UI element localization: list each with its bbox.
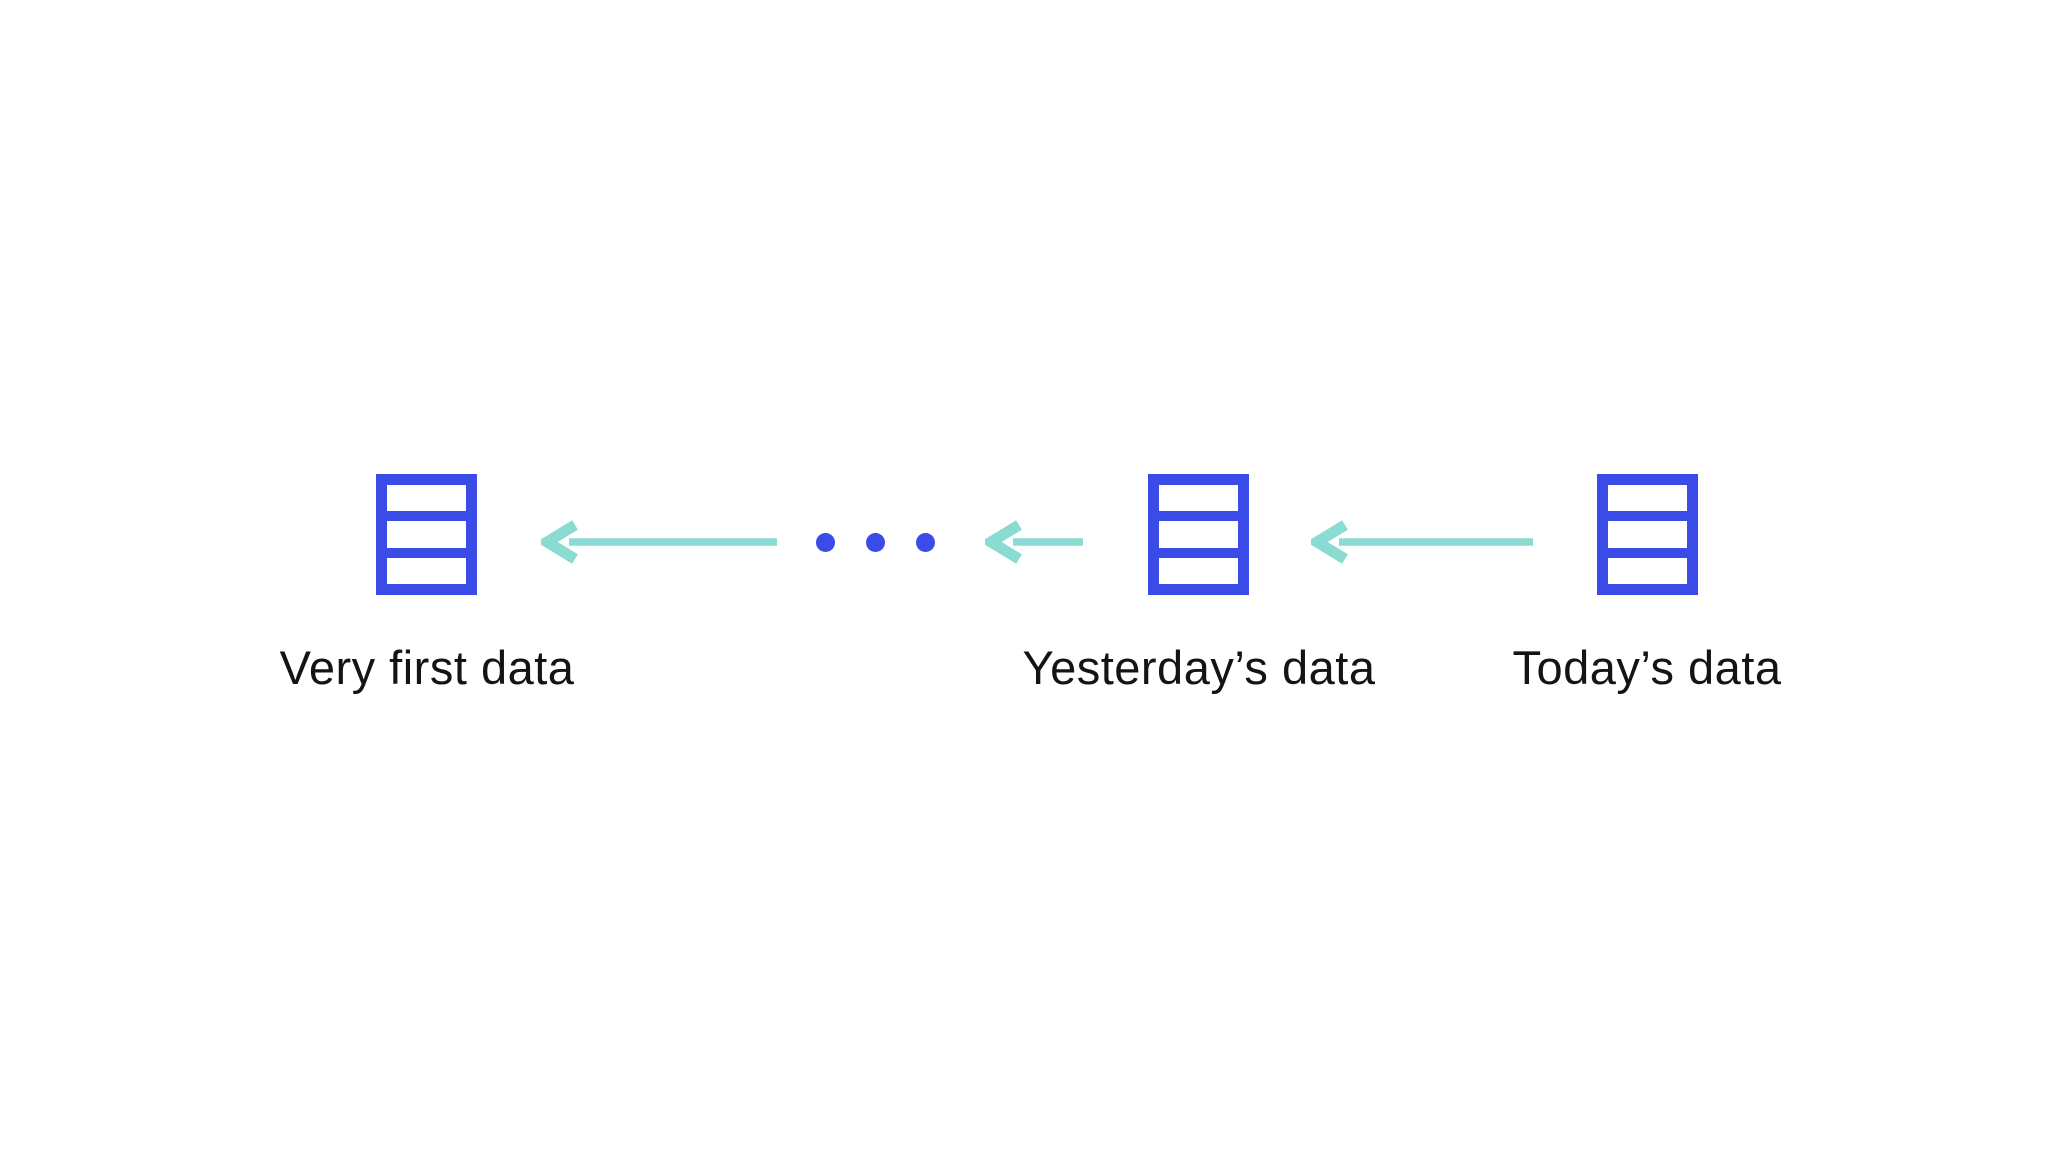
ellipsis-dots: [816, 533, 935, 552]
database-icon-yesterday: [1148, 474, 1249, 595]
database-icon-very-first: [376, 474, 477, 595]
database-row: [1608, 485, 1687, 512]
database-icon-today: [1597, 474, 1698, 595]
database-row: [1159, 485, 1238, 512]
left-arrow-icon: [541, 520, 777, 564]
database-row: [387, 557, 466, 584]
database-row: [1608, 557, 1687, 584]
ellipsis-dot-icon: [866, 533, 885, 552]
database-row: [1608, 521, 1687, 548]
database-row: [387, 521, 466, 548]
database-row: [1159, 557, 1238, 584]
left-arrow-icon: [1311, 520, 1533, 564]
node-label-yesterday: Yesterday’s data: [1022, 641, 1376, 694]
database-row: [1159, 521, 1238, 548]
ellipsis-dot-icon: [916, 533, 935, 552]
node-label-very-first: Very first data: [279, 641, 575, 694]
left-arrow-icon: [985, 520, 1083, 564]
node-label-today: Today’s data: [1512, 641, 1782, 694]
database-row: [387, 485, 466, 512]
ellipsis-dot-icon: [816, 533, 835, 552]
